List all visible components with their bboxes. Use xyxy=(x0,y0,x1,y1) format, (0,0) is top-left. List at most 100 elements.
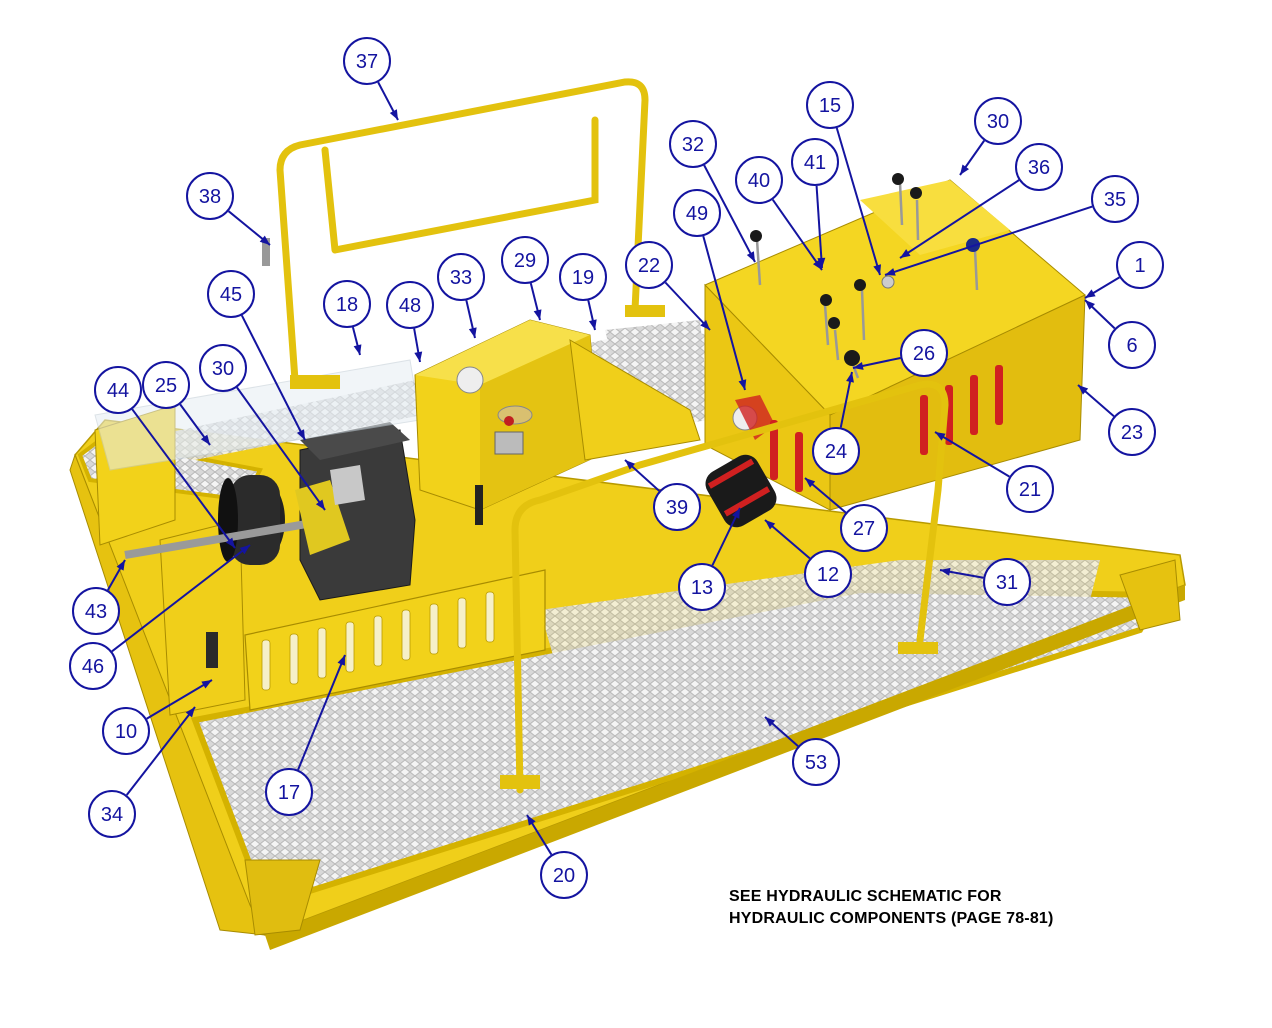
callout-number: 18 xyxy=(336,294,358,316)
callout-26: 26 xyxy=(900,329,948,377)
hydraulic-tank xyxy=(414,319,701,525)
rail-mount xyxy=(898,642,938,654)
callout-circle xyxy=(343,37,391,85)
callout-number: 17 xyxy=(278,782,300,804)
leader-line xyxy=(111,544,251,653)
callout-33: 33 xyxy=(437,253,485,301)
callout-49: 49 xyxy=(673,189,721,237)
callout-circle xyxy=(386,281,434,329)
callout-number: 30 xyxy=(212,358,234,380)
front-guard-panel xyxy=(244,569,546,711)
callout-circle xyxy=(735,156,783,204)
callout-circle xyxy=(974,97,1022,145)
callout-number: 33 xyxy=(450,267,472,289)
callout-circle xyxy=(983,558,1031,606)
callout-number: 35 xyxy=(1104,189,1126,211)
callout-46: 46 xyxy=(69,642,117,690)
callout-circle xyxy=(199,344,247,392)
callout-10: 10 xyxy=(102,707,150,755)
leader-line xyxy=(236,386,326,511)
callout-circle xyxy=(437,253,485,301)
callout-circle xyxy=(102,707,150,755)
leader-line xyxy=(884,205,1093,276)
callout-circle xyxy=(792,738,840,786)
callout-circle xyxy=(806,81,854,129)
callout-30: 30 xyxy=(974,97,1022,145)
leader-arrowhead xyxy=(746,251,755,262)
leader-arrowhead xyxy=(846,372,854,383)
callout-25: 25 xyxy=(142,361,190,409)
latch xyxy=(262,238,270,266)
callout-31: 31 xyxy=(983,558,1031,606)
leader-arrowhead xyxy=(960,164,970,175)
leader-arrowhead xyxy=(353,344,362,355)
leader-arrowhead xyxy=(527,815,536,826)
callout-36: 36 xyxy=(1015,143,1063,191)
callout-circle xyxy=(1108,408,1156,456)
leader-arrowhead xyxy=(817,257,826,268)
leader-line xyxy=(815,185,823,269)
leader-line xyxy=(125,706,196,796)
callout-circle xyxy=(265,768,313,816)
leader-arrowhead xyxy=(765,520,776,530)
callout-19: 19 xyxy=(559,253,607,301)
leader-arrowhead xyxy=(700,319,710,330)
callout-number: 46 xyxy=(82,656,104,678)
leader-lines xyxy=(106,81,1120,856)
leader-line xyxy=(934,431,1010,478)
leader-line xyxy=(146,679,213,720)
callout-39: 39 xyxy=(653,483,701,531)
callout-number: 27 xyxy=(853,518,875,540)
leader-arrowhead xyxy=(116,560,125,571)
callout-circle xyxy=(1006,465,1054,513)
callout-13: 13 xyxy=(678,563,726,611)
callout-15: 15 xyxy=(806,81,854,129)
leader-line xyxy=(297,654,346,771)
callout-number: 22 xyxy=(638,255,660,277)
leader-arrowhead xyxy=(201,680,212,689)
leader-arrowhead xyxy=(885,268,896,276)
leader-arrowhead xyxy=(468,327,477,338)
leader-line xyxy=(711,507,741,566)
callout-circle xyxy=(900,329,948,377)
leader-arrowhead xyxy=(935,432,946,441)
callout-circle xyxy=(323,280,371,328)
callout-circle xyxy=(1108,321,1156,369)
callout-35: 35 xyxy=(1091,175,1139,223)
callout-29: 29 xyxy=(501,236,549,284)
callout-32: 32 xyxy=(669,120,717,168)
leader-arrowhead xyxy=(1085,300,1095,310)
leader-arrowhead xyxy=(185,707,195,718)
callout-1: 1 xyxy=(1116,241,1164,289)
callout-number: 37 xyxy=(356,51,378,73)
callout-circle xyxy=(625,241,673,289)
leader-arrowhead xyxy=(765,717,776,727)
callout-circle xyxy=(840,504,888,552)
leader-arrowhead xyxy=(1085,289,1096,298)
callout-number: 32 xyxy=(682,134,704,156)
note-line-2: HYDRAULIC COMPONENTS (PAGE 78-81) xyxy=(729,910,1054,927)
rail-mount xyxy=(500,775,540,789)
leader-line xyxy=(771,199,823,271)
callout-number: 24 xyxy=(825,441,847,463)
callout-number: 34 xyxy=(101,804,123,826)
leader-arrowhead xyxy=(239,545,250,555)
leader-arrowhead xyxy=(625,460,636,470)
leader-arrowhead xyxy=(588,319,597,330)
side-panel xyxy=(159,519,246,716)
callout-circle xyxy=(669,120,717,168)
callout-34: 34 xyxy=(88,790,136,838)
callout-23: 23 xyxy=(1108,408,1156,456)
callout-circle xyxy=(812,427,860,475)
callout-44: 44 xyxy=(94,366,142,414)
callout-circle xyxy=(142,361,190,409)
callout-number: 53 xyxy=(805,752,827,774)
callout-circle xyxy=(88,790,136,838)
callout-43: 43 xyxy=(72,587,120,635)
callout-number: 1 xyxy=(1134,255,1145,277)
front-handrail xyxy=(511,380,949,794)
leader-line xyxy=(664,281,711,331)
leader-arrowhead xyxy=(389,109,398,120)
